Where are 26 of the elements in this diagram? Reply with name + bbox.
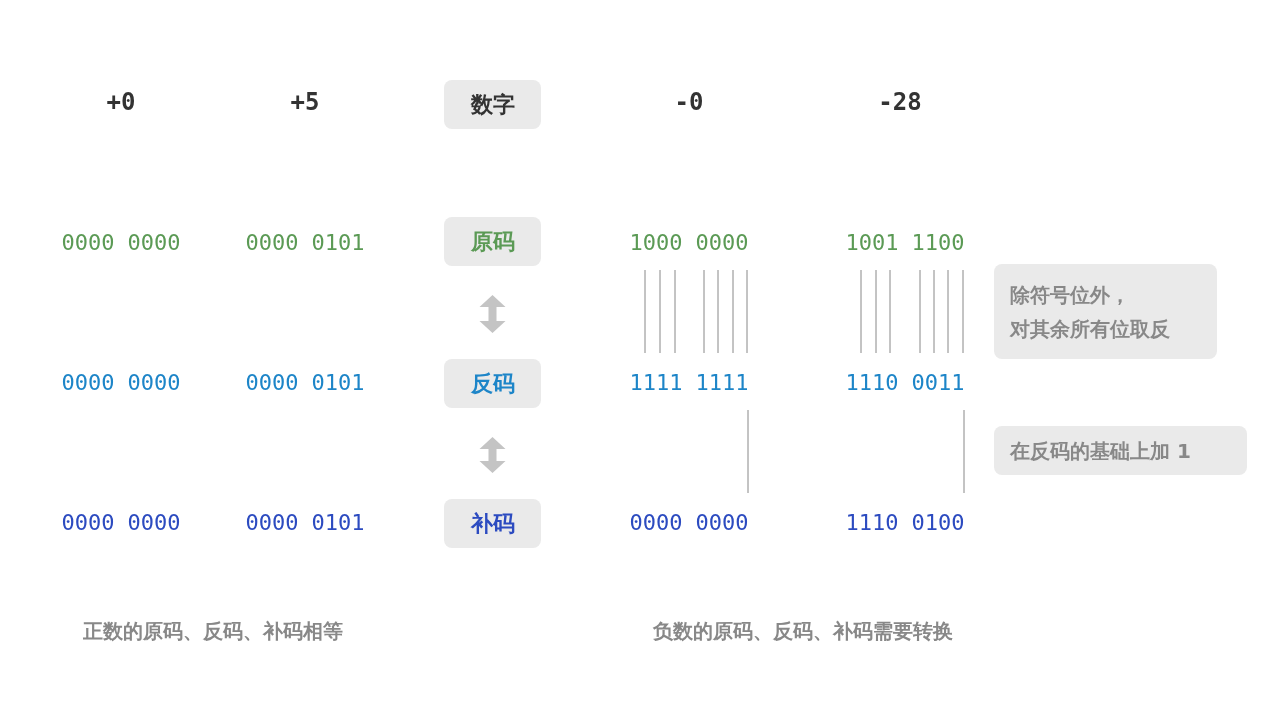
double-arrow xyxy=(479,295,506,333)
binary-code: 1001 1100 xyxy=(845,229,965,255)
label-box: 反码 xyxy=(444,359,541,408)
binary-code: 0000 0000 xyxy=(61,229,181,255)
label-box: 补码 xyxy=(444,499,541,548)
binary-code: 1111 1111 xyxy=(629,369,749,395)
label-box: 原码 xyxy=(444,217,541,266)
binary-code: 0000 0101 xyxy=(245,369,365,395)
binary-code: 0000 0101 xyxy=(245,509,365,535)
binary-code: 0000 0000 xyxy=(629,509,749,535)
note-box: 在反码的基础上加 1 xyxy=(994,426,1247,475)
binary-code: 0000 0000 xyxy=(61,509,181,535)
binary-code: 1000 0000 xyxy=(629,229,749,255)
binary-code: 1110 0100 xyxy=(845,509,965,535)
binary-code: 0000 0000 xyxy=(61,369,181,395)
number-label: +5 xyxy=(290,88,320,116)
double-arrow xyxy=(479,437,506,473)
caption: 正数的原码、反码、补码相等 xyxy=(83,617,343,645)
label-box: 数字 xyxy=(444,80,541,129)
number-label: +0 xyxy=(106,88,136,116)
binary-code: 1110 0011 xyxy=(845,369,965,395)
note-box: 除符号位外，对其余所有位取反 xyxy=(994,264,1217,359)
caption: 负数的原码、反码、补码需要转换 xyxy=(653,617,953,645)
number-label: -0 xyxy=(674,88,704,116)
number-label: -28 xyxy=(878,88,922,116)
binary-code: 0000 0101 xyxy=(245,229,365,255)
